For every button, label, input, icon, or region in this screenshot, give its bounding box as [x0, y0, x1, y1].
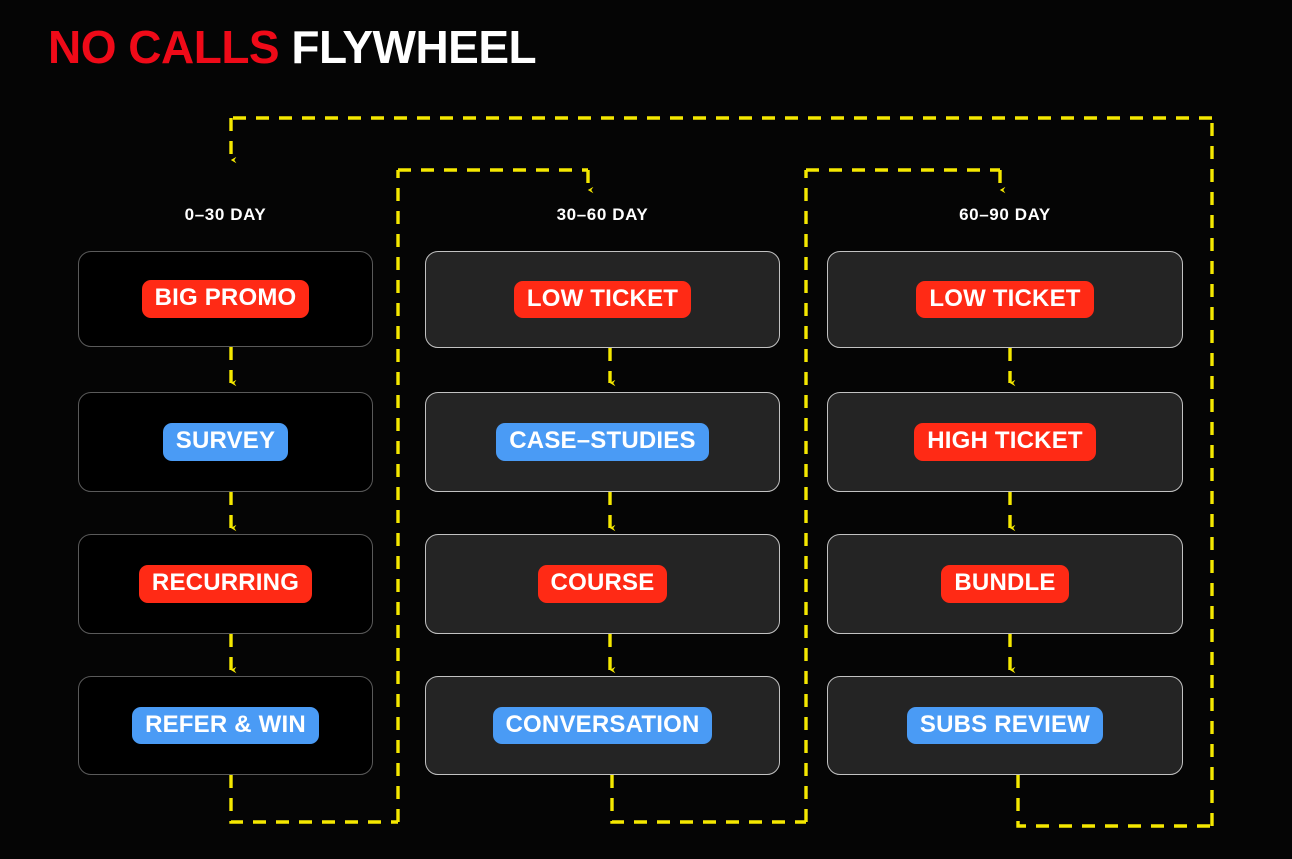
card-col3-step4[interactable]: SUBS REVIEW [827, 676, 1183, 775]
card-col1-step2[interactable]: SURVEY [78, 392, 373, 492]
pill-survey[interactable]: SURVEY [162, 423, 289, 461]
pill-bundle[interactable]: BUNDLE [941, 565, 1069, 603]
column-header-0-30-day: 0–30 DAY [184, 205, 267, 224]
card-col2-step4[interactable]: CONVERSATION [425, 676, 780, 775]
card-col2-step2[interactable]: CASE–STUDIES [425, 392, 780, 492]
pill-conversation[interactable]: CONVERSATION [492, 706, 713, 745]
pill-recurring[interactable]: RECURRING [138, 565, 313, 603]
wire-col2-bottom-out [610, 775, 806, 824]
card-col3-step3[interactable]: BUNDLE [827, 534, 1183, 634]
wire-col3-bottom-out [1016, 775, 1212, 828]
column-header-60-90-day: 60–90 DAY [959, 205, 1051, 224]
pill-low-ticket-col2[interactable]: LOW TICKET [513, 280, 692, 319]
column-header-30-60-day: 30–60 DAY [556, 205, 649, 224]
card-col1-step3[interactable]: RECURRING [78, 534, 373, 634]
pill-subs-review[interactable]: SUBS REVIEW [906, 706, 1104, 745]
title-accent: NO CALLS [48, 21, 280, 73]
wire-col1-bottom-out [229, 775, 398, 824]
pill-course[interactable]: COURSE [537, 565, 668, 603]
card-col3-step2[interactable]: HIGH TICKET [827, 392, 1183, 492]
pill-refer-and-win[interactable]: REFER & WIN [132, 706, 319, 745]
pill-high-ticket[interactable]: HIGH TICKET [914, 423, 1096, 461]
card-col3-step1[interactable]: LOW TICKET [827, 251, 1183, 348]
pill-big-promo[interactable]: BIG PROMO [141, 280, 310, 318]
pill-low-ticket-col3[interactable]: LOW TICKET [916, 280, 1094, 319]
title-rest: FLYWHEEL [291, 21, 537, 73]
card-col1-step1[interactable]: BIG PROMO [78, 251, 373, 347]
page-title: NO CALLS FLYWHEEL [48, 21, 537, 73]
card-col1-step4[interactable]: REFER & WIN [78, 676, 373, 775]
pill-case-studies[interactable]: CASE–STUDIES [496, 423, 709, 461]
card-col2-step1[interactable]: LOW TICKET [425, 251, 780, 348]
card-col2-step3[interactable]: COURSE [425, 534, 780, 634]
